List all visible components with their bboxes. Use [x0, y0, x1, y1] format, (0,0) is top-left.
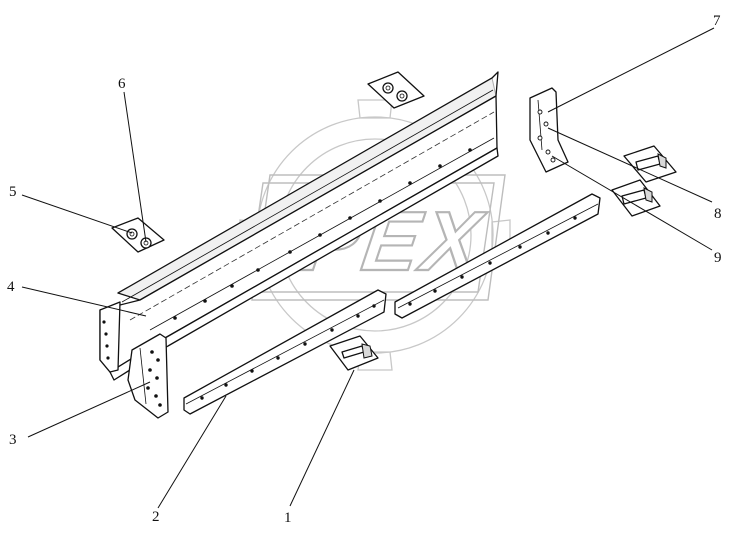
moldboard-blade: [99, 71, 499, 381]
nut-washer-detail-left: [111, 217, 165, 253]
leader-8: [547, 127, 713, 203]
right-cutting-edge: [394, 193, 601, 319]
leader-2: [157, 395, 227, 509]
leader-3: [27, 381, 151, 438]
callout-4: 4: [7, 279, 15, 295]
leader-5: [21, 194, 133, 234]
right-end-plate-holes: [537, 109, 556, 163]
callout-7: 7: [713, 13, 721, 29]
leader-6: [123, 91, 147, 243]
right-end-plate: [529, 87, 569, 173]
bolt-detail-9: [611, 179, 661, 217]
callout-numbers: 1 2 3 4 5 6 7 8 9: [7, 13, 722, 526]
nut-washer-detail-top: [367, 71, 425, 109]
blade-face-holes: [173, 148, 472, 320]
callout-8: 8: [714, 206, 722, 222]
left-cutting-edge-holes: [200, 304, 376, 400]
leader-1: [289, 369, 355, 507]
bolt-detail-1: [329, 335, 379, 371]
bolt-detail-8: [623, 145, 677, 183]
callout-1: 1: [284, 510, 292, 526]
left-end-plate-holes: [146, 350, 162, 407]
callout-5: 5: [9, 184, 17, 200]
right-cutting-edge-holes: [408, 216, 577, 306]
left-end-plate: [127, 333, 169, 419]
callout-3: 3: [9, 432, 17, 448]
callout-6: 6: [118, 76, 126, 92]
callout-2: 2: [152, 509, 160, 525]
left-cutting-edge: [183, 289, 387, 415]
leader-4: [21, 286, 147, 317]
blade-left-holes: [102, 320, 110, 360]
leader-9: [551, 155, 713, 251]
leader-7: [547, 27, 715, 113]
leader-lines: [21, 27, 715, 509]
callout-9: 9: [714, 250, 722, 266]
